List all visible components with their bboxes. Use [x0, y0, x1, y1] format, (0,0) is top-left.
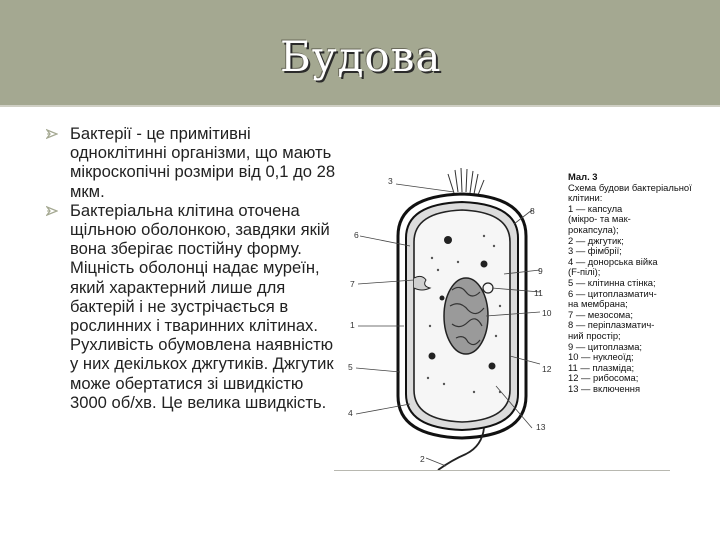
diagram-label-3: 3: [388, 176, 393, 186]
nucleoid: [443, 277, 489, 355]
diagram-label-13: 13: [536, 422, 546, 432]
fimbriae-lines: [447, 167, 485, 196]
legend-item: 3 — фімбрії;: [568, 245, 622, 257]
legend-item: 12 — рибосома;: [568, 372, 639, 384]
slide-title: Будова: [280, 32, 442, 81]
legend-item: рокапсула);: [568, 223, 619, 235]
diagram-label-4: 4: [348, 408, 353, 418]
legend-item: 8 — періплазматич-: [568, 319, 655, 331]
bullet-arrow-icon: [46, 128, 58, 140]
diagram-label-11: 11: [534, 288, 543, 298]
bullet-arrow-icon: [46, 205, 58, 216]
legend-item: 13 — включення: [568, 382, 641, 394]
mesosome: [413, 275, 432, 291]
legend-item: (мікро- та мак-: [568, 213, 631, 225]
figure-divider: [334, 470, 670, 471]
legend-item: ний простір;: [568, 329, 621, 341]
diagram-label-10: 10: [542, 308, 552, 318]
legend-subtitle: Схема будови бактеріальної клітини:: [568, 181, 692, 204]
legend-item: 9 — цитоплазма;: [568, 340, 643, 352]
ribosomes: [426, 234, 502, 394]
legend-item: 4 — донорська війка: [568, 255, 658, 267]
flagellum: [437, 427, 485, 471]
bullet-item-2: Бактеріальна клітина оточена щільною обо…: [44, 201, 340, 412]
bacterial-cell-diagram: [355, 167, 541, 471]
diagram-label-8: 8: [530, 206, 535, 216]
title-bar-divider: [0, 105, 720, 107]
bullet-item-1: Бактерії - це примітивні одноклітинні ор…: [44, 124, 340, 201]
bullet-text-2: Бактеріальна клітина оточена щільною обо…: [70, 200, 334, 412]
leader-lines: [355, 183, 541, 467]
diagram-label-5: 5: [348, 362, 353, 372]
legend-item: 11 — плазміда;: [568, 361, 635, 373]
inclusions: [428, 236, 496, 370]
legend-item: (F-пілі);: [568, 266, 601, 278]
diagram-label-1: 1: [350, 320, 355, 330]
legend-items: 1 — капсула(мікро- та мак-рокапсула);2 —…: [568, 202, 716, 395]
legend-item: на мембрана;: [568, 298, 628, 310]
diagram-label-6: 6: [354, 230, 359, 240]
bullet-list: Бактерії - це примітивні одноклітинні ор…: [44, 124, 340, 412]
legend-item: 2 — джгутик;: [568, 234, 624, 246]
diagram-label-7: 7: [350, 279, 355, 289]
diagram-label-2: 2: [420, 454, 425, 464]
legend-title: Мал. 3: [568, 171, 598, 182]
legend-item: 10 — нуклеоїд;: [568, 351, 634, 363]
title-bar: [0, 0, 720, 105]
legend-item: 6 — цитоплазматич-: [568, 287, 657, 299]
diagram-label-12: 12: [542, 364, 552, 374]
diagram-legend: Мал. 3 Схема будови бактеріальної клітин…: [568, 171, 716, 395]
legend-item: 1 — капсула: [568, 202, 623, 214]
bullet-text-1: Бактерії - це примітивні одноклітинні ор…: [70, 124, 336, 201]
legend-item: 5 — клітинна стінка;: [568, 276, 656, 288]
diagram-label-9: 9: [538, 266, 543, 276]
legend-item: 7 — мезосома;: [568, 308, 633, 320]
